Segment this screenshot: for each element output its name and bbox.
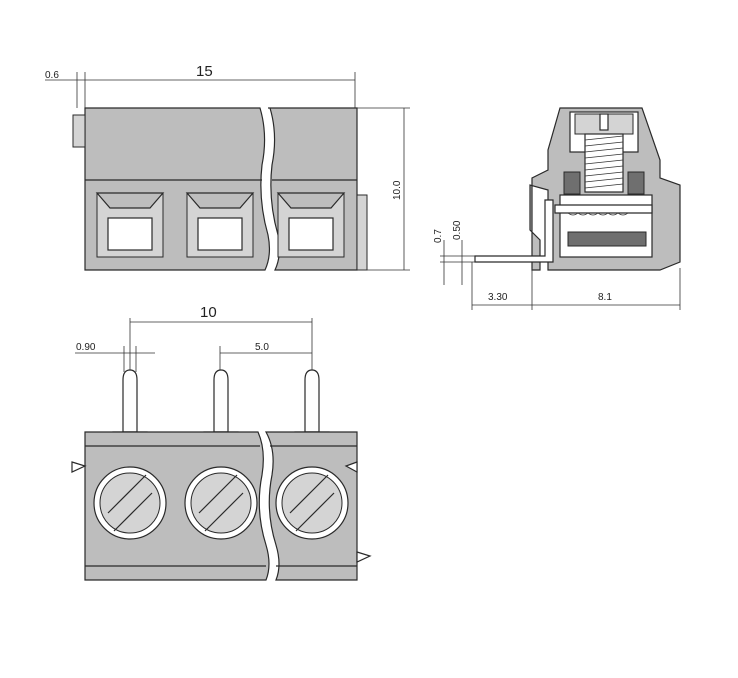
front-tab: [72, 114, 86, 148]
side-section-view: 3.30 8.1 0.7 0.50: [433, 107, 681, 310]
dim-label-15: 15: [196, 63, 213, 80]
dim-label-10: 10: [200, 304, 217, 321]
front-view: 15 0.6 10.0: [45, 63, 410, 271]
wire-port-3: [276, 192, 346, 258]
dim-label-8-1: 8.1: [598, 292, 612, 303]
top-view: 10 0.90 5.0: [71, 304, 372, 581]
screw-head-3: [275, 466, 349, 540]
dim-label-3-30: 3.30: [488, 292, 508, 303]
dim-label-0-6: 0.6: [45, 70, 59, 81]
dim-label-0-90: 0.90: [76, 342, 96, 353]
dim-label-5-0: 5.0: [255, 342, 269, 353]
dim-label-0-50: 0.50: [452, 220, 463, 240]
screw-head-2: [184, 466, 258, 540]
screw-head-1: [93, 466, 167, 540]
side-pin: [474, 199, 554, 263]
wire-port-2: [185, 192, 255, 258]
dim-label-0-7: 0.7: [433, 229, 444, 243]
wire-port-1: [95, 192, 165, 258]
dim-label-10-0: 10.0: [392, 180, 403, 200]
